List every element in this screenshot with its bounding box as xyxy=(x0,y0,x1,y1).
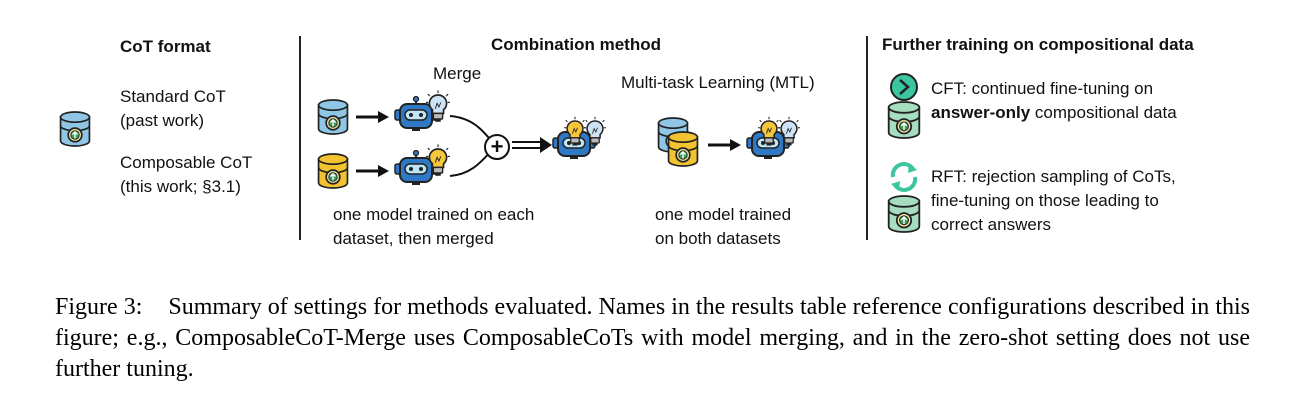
lightbulb-icon xyxy=(758,116,780,148)
database-icon xyxy=(316,96,350,138)
combination-method-header: Combination method xyxy=(491,35,661,54)
database-icon xyxy=(58,108,92,150)
cycle-arrows-icon xyxy=(890,162,918,192)
cft-description-rest: compositional data xyxy=(1030,103,1177,122)
lightbulb-icon xyxy=(564,116,586,148)
composable-cot-note: (this work; §3.1) xyxy=(120,177,241,196)
standard-cot-label: Standard CoT xyxy=(120,87,226,106)
standard-cot-note: (past work) xyxy=(120,111,205,130)
arrow-icon xyxy=(356,111,389,123)
chevron-right-icon xyxy=(890,73,918,101)
rft-description-line1: RFT: rejection sampling of CoTs, xyxy=(931,167,1176,186)
database-icon xyxy=(666,128,700,170)
mtl-label: Multi-task Learning (MTL) xyxy=(621,73,815,92)
cft-description-line1: CFT: continued fine-tuning on xyxy=(931,79,1154,98)
figure-caption-text: Summary of settings for methods evaluate… xyxy=(55,294,1250,382)
cft-description-line2: answer-only compositional data xyxy=(931,102,1177,124)
mtl-caption-line2: on both datasets xyxy=(655,229,781,248)
cot-format-header: CoT format xyxy=(120,37,211,56)
rft-description-line3: correct answers xyxy=(931,215,1051,234)
column-divider xyxy=(866,36,868,240)
lightbulb-icon xyxy=(584,116,606,148)
lightbulb-icon xyxy=(778,116,800,148)
arrow-icon xyxy=(356,165,389,177)
merge-label: Merge xyxy=(433,64,482,83)
cft-bold-text: answer-only xyxy=(931,103,1031,122)
arrow-icon xyxy=(708,139,741,151)
merge-caption-line2: dataset, then merged xyxy=(333,229,494,248)
plus-icon: + xyxy=(484,134,510,160)
merge-caption-line1: one model trained on each xyxy=(333,205,535,224)
rft-description-line2: fine-tuning on those leading to xyxy=(931,191,1159,210)
database-icon xyxy=(886,98,922,142)
mtl-caption-line1: one model trained xyxy=(655,205,792,224)
database-icon xyxy=(886,192,922,236)
column-divider xyxy=(299,36,301,240)
figure-label: Figure 3: xyxy=(55,294,143,320)
database-icon xyxy=(316,150,350,192)
further-training-header: Further training on compositional data xyxy=(882,35,1194,54)
composable-cot-label: Composable CoT xyxy=(120,153,253,172)
figure-caption: Figure 3:Summary of settings for methods… xyxy=(55,292,1250,385)
